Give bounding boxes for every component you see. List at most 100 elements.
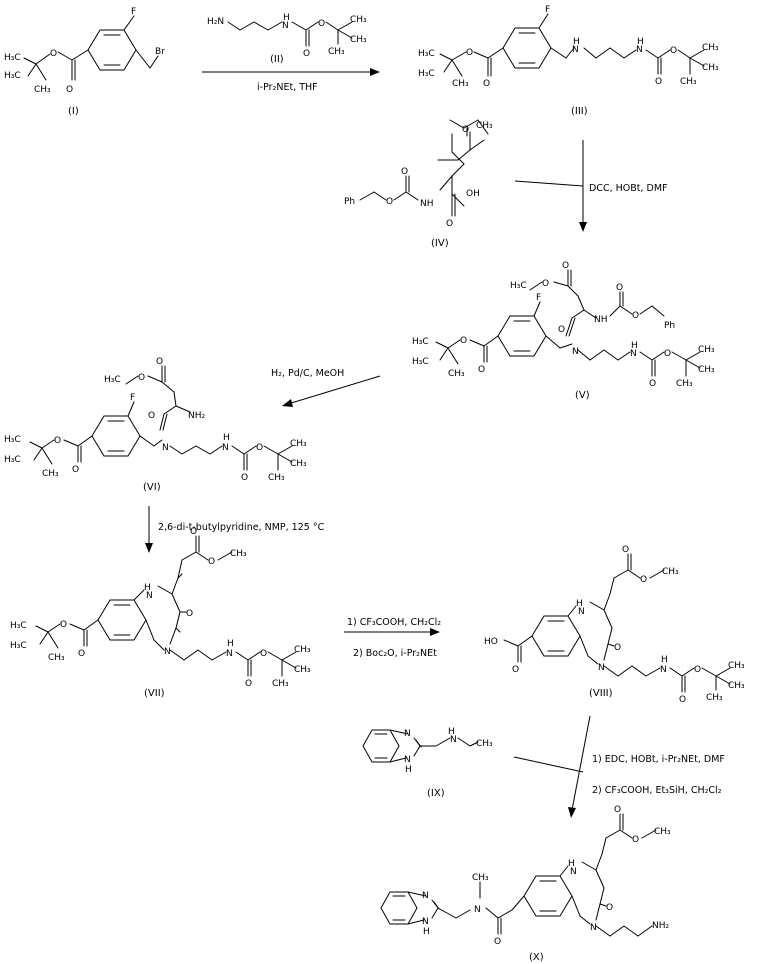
atom-label: CH₃ [728, 661, 745, 671]
atom-label: O [386, 197, 393, 207]
atom-label: CH₃ [42, 469, 59, 479]
reaction-arrow-3 [287, 375, 381, 405]
atom-label: CH₃ [230, 549, 247, 559]
compound-i-structure: F Br O O H₃C H₃C CH₃ [4, 7, 165, 95]
compound-viii-structure: H N O O CH₃ O N H N O O CH₃ CH₃ CH₃ O HO [484, 545, 745, 705]
reagent-connector [513, 756, 584, 773]
atom-label: O [694, 665, 701, 675]
condition-step3: H₂, Pd/C, MeOH [271, 368, 344, 379]
atom-label: O [148, 411, 155, 421]
compound-label-vi: (VI) [143, 482, 161, 493]
compound-ii-structure: H₂N H N O O CH₃ CH₃ CH₃ [207, 13, 367, 59]
atom-label: F [545, 5, 550, 15]
atom-label: H [576, 599, 583, 609]
atom-label: CH₃ [702, 63, 719, 73]
atom-label: H₃C [4, 53, 21, 63]
atom-label: H [631, 341, 638, 351]
atom-label: O [614, 805, 621, 815]
atom-label: O [562, 261, 569, 271]
atom-label: H [423, 927, 430, 937]
atom-label: CH₃ [290, 459, 307, 469]
atom-label: OH [466, 189, 480, 199]
atom-label: H [227, 639, 234, 649]
atom-label: F [130, 393, 135, 403]
atom-label: O [466, 48, 473, 58]
atom-label: CH₃ [662, 567, 679, 577]
reaction-arrow-6 [571, 715, 591, 811]
atom-label: O [614, 643, 621, 653]
atom-label: O [622, 545, 629, 555]
condition-step5b: 2) Boc₂O, i-Pr₂NEt [353, 648, 437, 659]
atom-label: H [283, 13, 290, 23]
atom-label: O [649, 379, 656, 389]
compound-iii-structure: F H N H N O O CH₃ CH₃ CH₃ O O H₃C H₃C CH… [418, 5, 719, 89]
atom-label: H₃C [412, 337, 429, 347]
atom-label: H₃C [418, 69, 435, 79]
atom-label: N [630, 349, 637, 359]
atom-label: N [660, 665, 667, 675]
atom-label: CH₃ [706, 693, 723, 703]
atom-label: CH₃ [34, 85, 51, 95]
condition-step4: 2,6-di-t-butylpyridine, NMP, 125 °C [158, 522, 325, 533]
atom-label: CH₃ [294, 645, 311, 655]
atom-label: NH₂ [652, 921, 670, 931]
atom-label: H₃C [10, 621, 27, 631]
atom-label: NH₂ [188, 411, 206, 421]
atom-label: O [66, 85, 73, 95]
atom-label: N [404, 755, 411, 765]
atom-label: N [578, 607, 585, 617]
atom-label: O [655, 77, 662, 87]
atom-label: O [606, 903, 613, 913]
condition-step6b: 2) CF₃COOH, Et₃SiH, CH₂Cl₂ [592, 785, 722, 796]
atom-label: O [241, 473, 248, 483]
atom-label: O [632, 835, 639, 845]
atom-label: N [146, 591, 153, 601]
atom-label: O [632, 311, 639, 321]
atom-label: O [50, 49, 57, 59]
atom-label: H [448, 727, 455, 737]
atom-label: N [226, 649, 233, 659]
atom-label: F [131, 7, 136, 17]
atom-label: O [558, 325, 565, 335]
atom-label: H [573, 37, 580, 47]
atom-label: O [78, 649, 85, 659]
atom-label: N [474, 905, 481, 915]
condition-step6a: 1) EDC, HOBt, i-Pr₂NEt, DMF [592, 754, 725, 765]
atom-label: CH₃ [728, 681, 745, 691]
atom-label: CH₃ [328, 47, 345, 57]
atom-label: NH [420, 199, 434, 209]
atom-label: O [72, 465, 79, 475]
atom-label: N [590, 923, 597, 933]
atom-label: O [401, 167, 408, 177]
atom-label: N [636, 45, 643, 55]
atom-label: CH₃ [294, 665, 311, 675]
atom-label: CH₃ [654, 827, 671, 837]
atom-label: N [164, 647, 171, 657]
atom-label: N [162, 443, 169, 453]
atom-label: O [186, 609, 193, 619]
atom-label: O [483, 79, 490, 89]
atom-label: O [679, 695, 686, 705]
compound-label-i: (I) [68, 106, 79, 117]
atom-label: CH₃ [448, 369, 465, 379]
arrow-head [568, 807, 576, 818]
arrow-head [282, 399, 293, 407]
arrow-head [145, 543, 153, 553]
compound-x-structure: N N H N CH₃ O H N O O CH₃ O N NH₂ [380, 805, 671, 947]
compound-label-v: (V) [575, 390, 590, 401]
atom-label: NH [594, 315, 608, 325]
atom-label: O [460, 336, 467, 346]
atom-label: CH₃ [350, 15, 367, 25]
atom-label: H₃C [104, 375, 121, 385]
atom-label: O [138, 373, 145, 383]
atom-label: O [494, 937, 501, 947]
reagent-connector [514, 180, 584, 187]
condition-step5a: 1) CF₃COOH, CH₂Cl₂ [347, 617, 441, 628]
atom-label: O [446, 219, 453, 229]
atom-label: O [54, 436, 61, 446]
atom-label: CH₃ [698, 345, 715, 355]
atom-label: CH₃ [452, 79, 469, 89]
atom-label: O [462, 125, 469, 135]
atom-label: O [512, 665, 519, 675]
compound-label-ix: (IX) [427, 788, 445, 799]
